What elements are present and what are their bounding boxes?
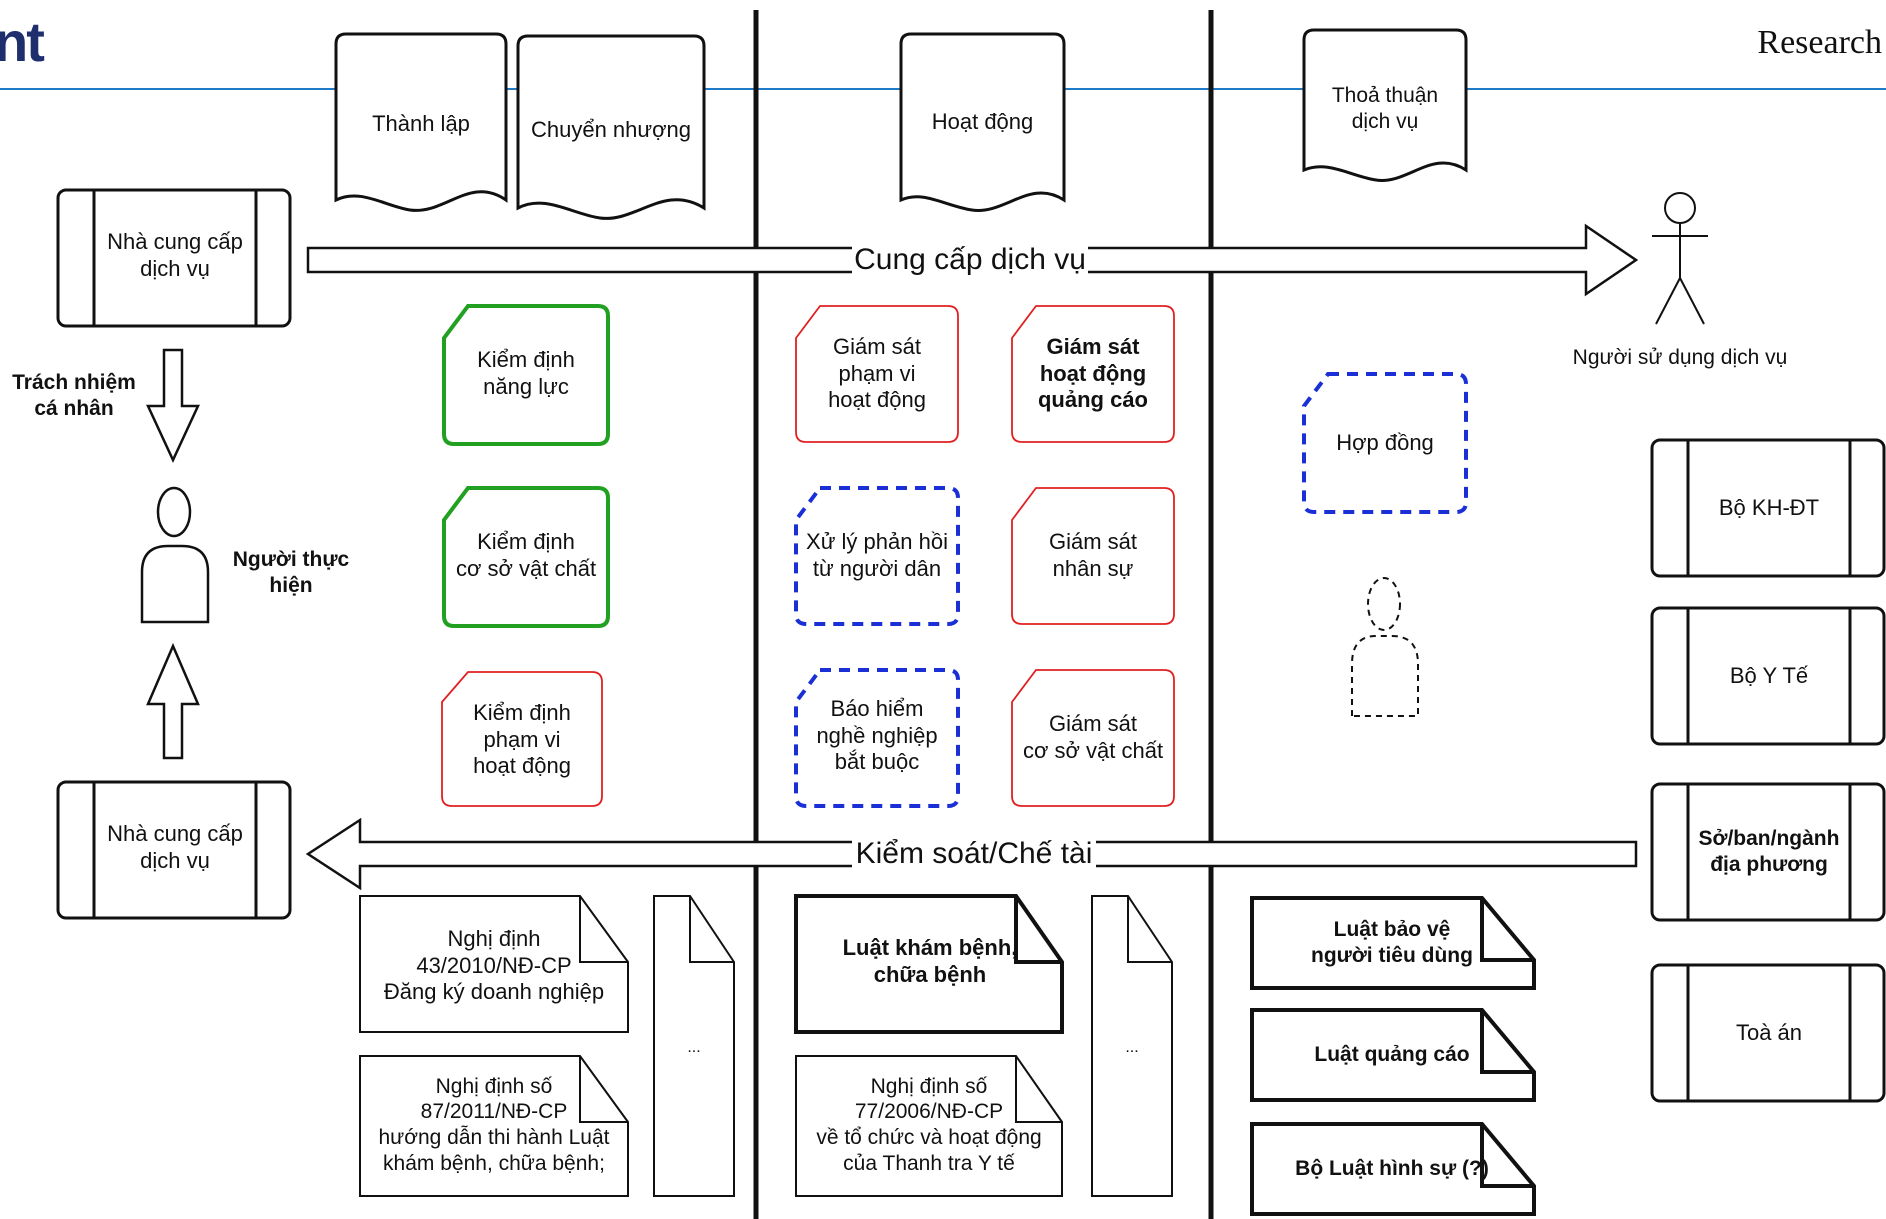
law-note-col2-1 [794,894,1064,1034]
brand-label: Research [1757,24,1882,61]
law-note-col1-2 [359,1055,629,1197]
agency-box-4 [1650,963,1886,1103]
doc-thoa-thuan-label: Thoả thuận dịch vụ [1331,84,1439,133]
agency-label-3: Sở/ban/ngành địa phương [1698,827,1840,876]
provider-bottom-label: Nhà cung cấp dịch vụ [107,821,243,873]
check-red-right-2 [1011,487,1175,625]
contract-label: Hợp đồng [1336,429,1434,455]
law-col1-1-label: Nghị định 43/2010/NĐ-CP Đăng ký doanh ng… [383,925,605,1005]
law-ellipsis-1: ... [687,1039,701,1057]
provider-top-label: Nhà cung cấp dịch vụ [107,229,243,281]
law-note-ellipsis-1 [653,895,735,1197]
agency-label-2: Bộ Y Tế [1729,662,1809,688]
doc-chuyen-nhuong-label: Chuyển nhượng [530,116,692,142]
law-col3-3-label: Bộ Luật hình sự (?) [1295,1157,1489,1181]
performer-arrow-up [146,642,200,760]
check-green-1-label: Kiểm định năng lực [477,347,575,399]
law-col2-1-label: Luật khám bệnh, chữa bệnh [842,935,1018,987]
doc-thoa-thuan [1302,28,1468,182]
agency-box-3 [1650,782,1886,922]
check-blue-1 [794,486,960,626]
agency-box-1 [1650,438,1886,578]
supply-flow-label: Cung cấp dịch vụ [852,242,1088,278]
control-flow-label: Kiểm soát/Chế tài [852,836,1096,872]
doc-hoat-dong-label: Hoạt động [931,108,1034,134]
doc-hoat-dong [899,32,1066,212]
check-red-right-3 [1011,669,1175,807]
check-red-right-1-label: Giám sát hoạt động quảng cáo [1037,333,1148,413]
doc-thanh-lap-label: Thành lập [372,110,470,136]
doc-chuyen-nhuong [516,34,706,220]
provider-top-box [56,188,292,328]
contract-box [1302,372,1468,514]
check-green-2-label: Kiểm định cơ sở vật chất [455,529,597,581]
user-stick-figure-icon [1652,192,1708,325]
law-note-col3-3 [1250,1122,1536,1216]
check-red-right-3-label: Giám sát cơ sở vật chất [1022,711,1164,763]
performer-label: Người thực hiện [232,548,350,597]
law-col1-2-label: Nghị định số 87/2011/NĐ-CP hướng dẫn thi… [378,1074,610,1175]
law-note-col2-2 [795,1055,1063,1197]
law-col3-1-label: Luật bảo vệ người tiêu dùng [1311,918,1473,967]
logo-text: nt [0,10,45,73]
agency-label-1: Bộ KH-ĐT [1718,494,1820,520]
ghost-person-icon [1351,577,1419,717]
check-blue-1-label: Xử lý phản hồi từ người dân [806,529,948,581]
check-blue-2 [794,668,960,808]
provider-bottom-box [56,780,292,920]
law-note-col3-2 [1250,1008,1536,1102]
responsibility-label: Trách nhiệm cá nhân [12,371,136,420]
check-red-left-label: Kiểm định phạm vi hoạt động [473,699,571,779]
law-note-col3-1 [1250,896,1536,990]
agency-box-2 [1650,606,1886,746]
law-note-ellipsis-2 [1091,895,1173,1197]
check-green-1 [442,304,610,446]
doc-thanh-lap [334,32,508,212]
law-col3-2-label: Luật quảng cáo [1314,1043,1470,1067]
check-blue-2-label: Báo hiểm nghề nghiệp bắt buộc [816,695,938,775]
check-green-2 [442,486,610,628]
check-red-mid-1-label: Giám sát phạm vi hoạt động [828,333,926,413]
law-col2-2-label: Nghị định số 77/2006/NĐ-CP về tổ chức và… [816,1074,1042,1175]
agency-label-4: Toà án [1735,1019,1803,1045]
performer-person-icon [140,486,210,624]
user-label: Người sử dụng dịch vụ [1572,346,1788,370]
responsibility-arrow-down [146,348,200,463]
check-red-right-1 [1011,305,1175,443]
check-red-mid-1 [795,305,959,443]
law-note-col1-1 [359,895,629,1033]
check-red-right-2-label: Giám sát nhân sự [1048,529,1138,581]
law-ellipsis-2: ... [1125,1039,1139,1057]
check-red-left [441,671,603,807]
